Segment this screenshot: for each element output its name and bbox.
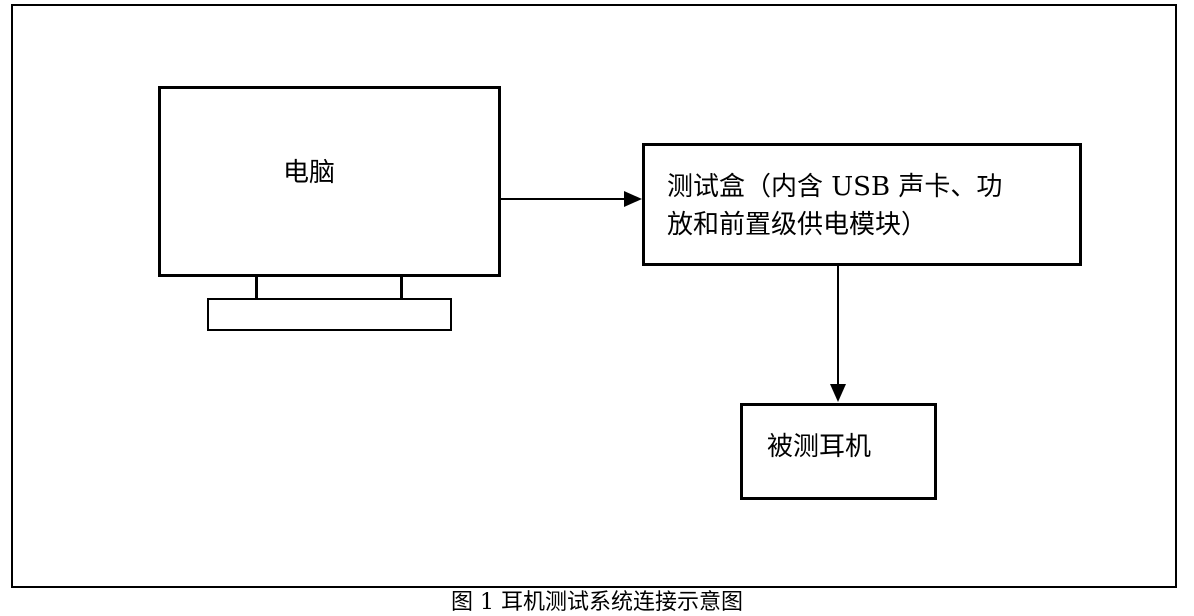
diagram-frame	[11, 4, 1177, 588]
computer-label: 电脑	[283, 158, 336, 188]
headphone-node: 被测耳机	[740, 403, 937, 500]
test-box-label: 测试盒（内含 USB 声卡、功 放和前置级供电模块）	[667, 168, 1067, 244]
arrow-test-box-to-headphone	[830, 266, 846, 402]
connector-arrows	[501, 191, 846, 402]
test-box-label-line-2: 放和前置级供电模块）	[667, 210, 928, 240]
headphone-label: 被测耳机	[767, 432, 872, 462]
arrow-head-test-box-to-headphone	[830, 384, 846, 402]
arrow-computer-to-test-box	[501, 191, 642, 207]
monitor-stand-left	[255, 276, 258, 300]
test-box-label-line-1: 测试盒（内含 USB 声卡、功	[667, 172, 1003, 202]
computer-monitor-node: 电脑	[158, 86, 501, 277]
monitor-stand-right	[400, 276, 403, 300]
arrow-head-computer-to-test-box	[624, 191, 642, 207]
figure-caption: 图 1 耳机测试系统连接示意图	[451, 590, 743, 615]
monitor-base	[207, 298, 452, 331]
test-box-node: 测试盒（内含 USB 声卡、功 放和前置级供电模块）	[642, 143, 1082, 266]
